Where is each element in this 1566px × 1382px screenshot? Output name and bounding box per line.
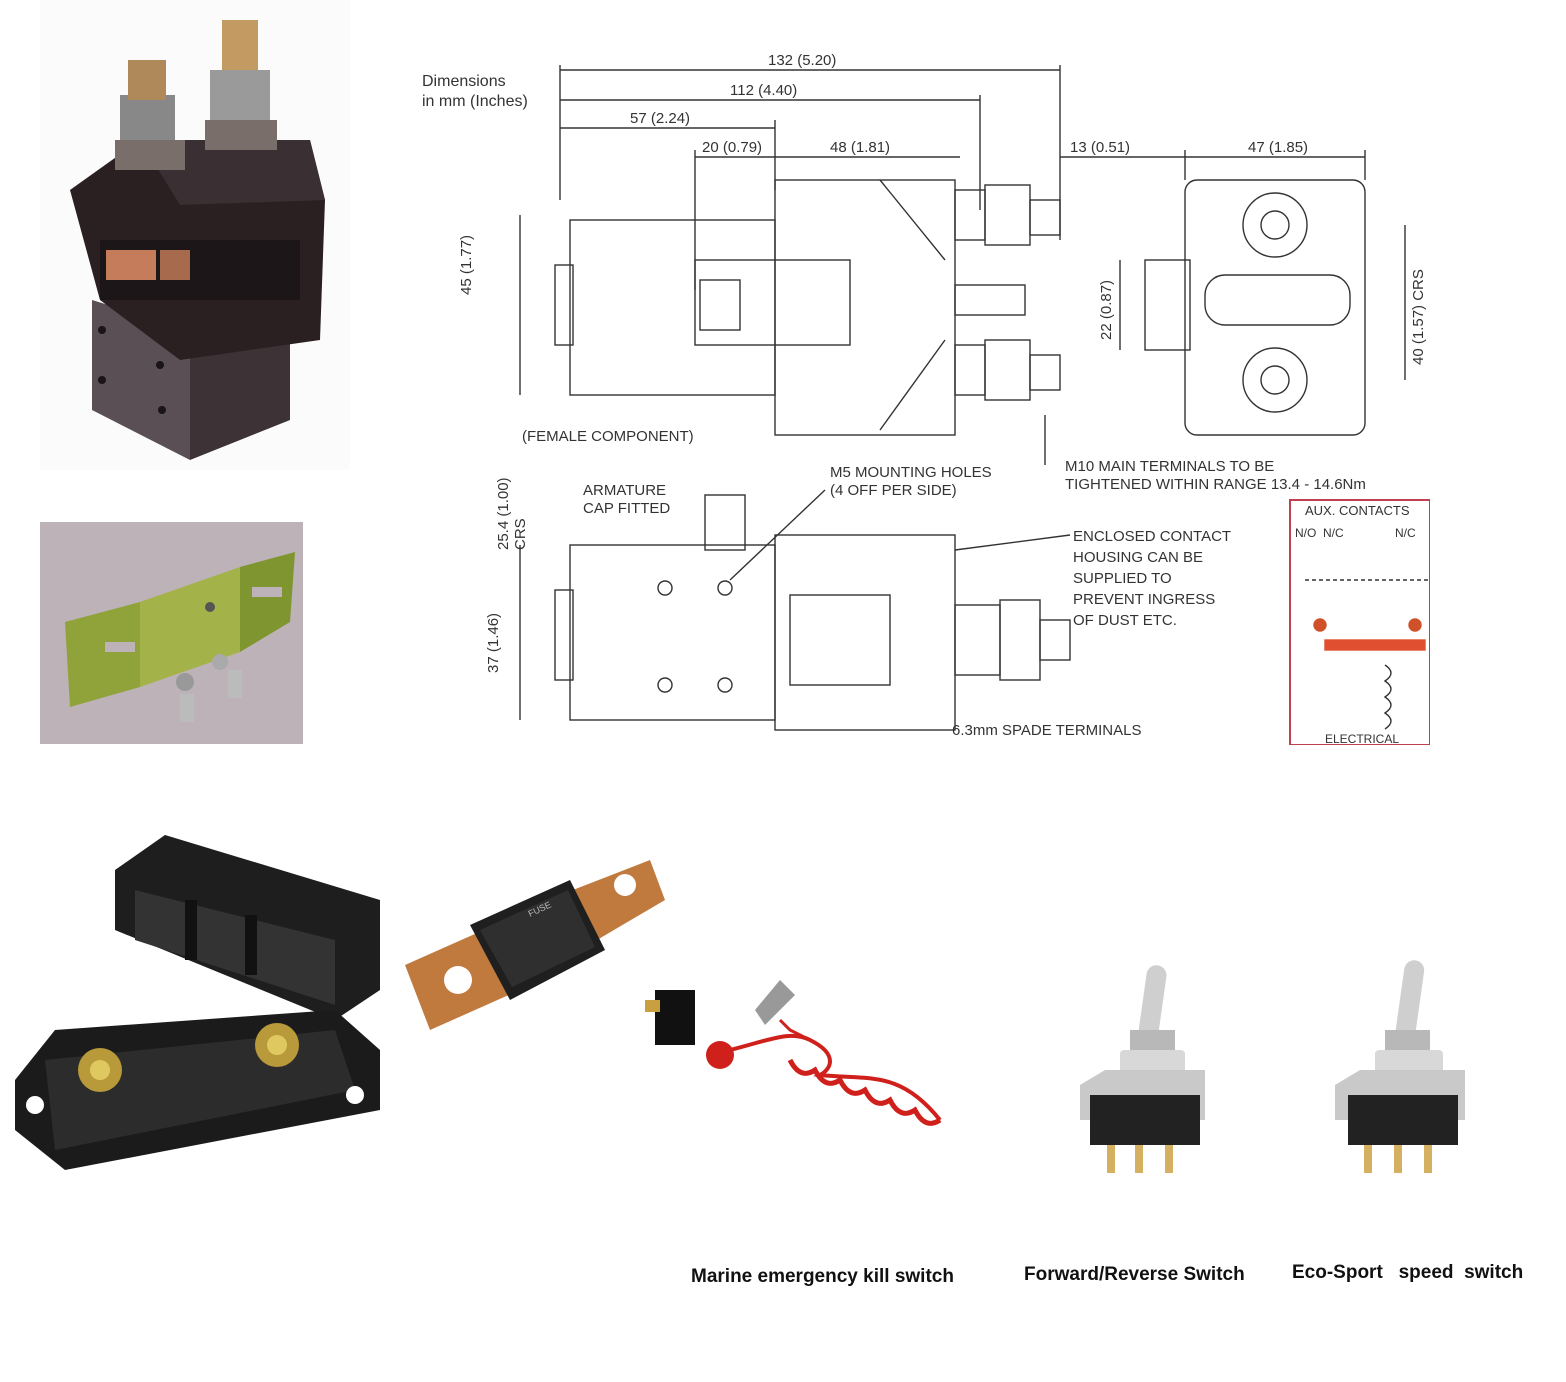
label-aux-contacts: AUX. CONTACTS	[1305, 503, 1410, 518]
dim-13: 13 (0.51)	[1070, 139, 1131, 156]
caption-kill-switch: Marine emergency kill switch	[691, 1266, 954, 1287]
label-enclosed-housing: ENCLOSED CONTACT HOUSING CAN BE SUPPLIED…	[1073, 526, 1231, 631]
enclosed-line-5: OF DUST ETC.	[1073, 612, 1177, 629]
caption-forward-reverse: Forward/Reverse Switch	[1024, 1264, 1245, 1285]
units-line-1: Dimensions	[422, 73, 506, 90]
dim-40: 40 (1.57) CRS	[1410, 269, 1427, 365]
enclosed-line-2: HOUSING CAN BE	[1073, 549, 1204, 566]
armature-line-2: CAP FITTED	[583, 500, 671, 517]
mega-fuse-photo: FUSE	[400, 855, 670, 1035]
caption-eco-sport: Eco-Sport speed switch	[1292, 1262, 1524, 1283]
kill-switch-photo	[640, 970, 960, 1165]
technical-drawing: Dimensions in mm (Inches) 132 (5.20) 112…	[400, 40, 1431, 746]
mounting-bracket-photo	[40, 522, 303, 744]
dim-20: 20 (0.79)	[702, 139, 763, 156]
dim-25-4: 25.4 (1.00)	[495, 477, 512, 550]
label-electrical: ELECTRICAL	[1325, 732, 1400, 745]
enclosed-line-3: SUPPLIED TO	[1073, 570, 1172, 587]
dim-37: 37 (1.46)	[485, 612, 502, 673]
dim-48: 48 (1.81)	[830, 139, 891, 156]
label-m10-terminals: M10 MAIN TERMINALS TO BE TIGHTENED WITHI…	[1065, 458, 1366, 494]
dim-45: 45 (1.77)	[458, 234, 475, 295]
fuse-holder-photo	[5, 830, 385, 1175]
eco-sport-switch-photo	[1330, 955, 1470, 1185]
enclosed-line-4: PREVENT INGRESS	[1073, 591, 1216, 608]
units-line-2: in mm (Inches)	[422, 93, 528, 110]
dim-47: 47 (1.85)	[1248, 139, 1309, 156]
dim-22: 22 (0.87)	[1098, 279, 1115, 340]
dim-57: 57 (2.24)	[630, 110, 691, 127]
dim-crs: CRS	[512, 518, 529, 550]
m10-line-1: M10 MAIN TERMINALS TO BE	[1065, 458, 1275, 475]
dim-132: 132 (5.20)	[768, 52, 837, 69]
label-armature: ARMATURE CAP FITTED	[583, 482, 670, 518]
m5-line-1: M5 MOUNTING HOLES	[830, 464, 992, 481]
contactor-photo	[40, 0, 350, 470]
enclosed-line-1: ENCLOSED CONTACT	[1073, 528, 1232, 545]
units-note: Dimensions in mm (Inches)	[422, 72, 528, 112]
dim-112: 112 (4.40)	[730, 82, 798, 99]
label-nc-2: N/C	[1395, 526, 1416, 540]
label-m5-holes: M5 MOUNTING HOLES (4 OFF PER SIDE)	[830, 464, 992, 500]
label-female-component: (FEMALE COMPONENT)	[522, 428, 694, 445]
m5-line-2: (4 OFF PER SIDE)	[830, 482, 957, 499]
armature-line-1: ARMATURE	[583, 482, 667, 499]
m10-line-2: TIGHTENED WITHIN RANGE 13.4 - 14.6Nm	[1065, 476, 1366, 493]
label-spade-terminals: 6.3mm SPADE TERMINALS	[952, 722, 1142, 739]
forward-reverse-switch-photo	[1075, 960, 1210, 1185]
label-no-nc: N/O N/C	[1295, 526, 1344, 540]
